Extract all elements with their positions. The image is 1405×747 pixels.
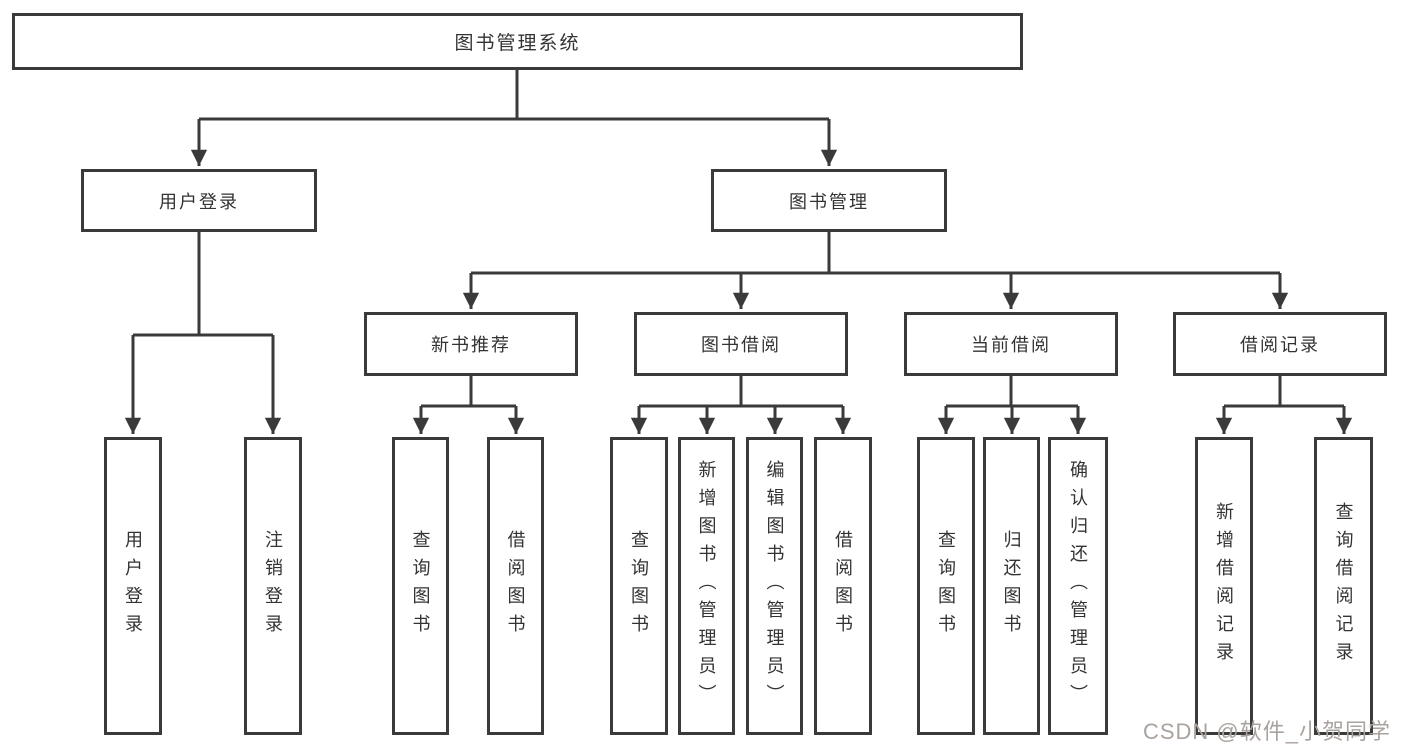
csdn-watermark: CSDN @软件_小贺同学: [1142, 719, 1391, 744]
leaf-query-borrow-record: 查询借阅记录: [1314, 437, 1373, 735]
leaf-user-login: 用户登录: [104, 437, 162, 735]
node-book-management-label: 图书管理: [789, 191, 869, 212]
leaf-query-books-borrowing: 查询图书: [610, 437, 668, 735]
leaf-add-borrow-record: 新增借阅记录: [1195, 437, 1253, 735]
node-user-login: 用户登录: [81, 169, 317, 232]
leaf-confirm-return-admin: 确认归还（管理员）: [1048, 437, 1108, 735]
node-current-borrowing-label: 当前借阅: [971, 335, 1051, 355]
node-library-system: 图书管理系统: [12, 13, 1023, 70]
node-book-borrowing: 图书借阅: [634, 312, 848, 376]
node-borrow-records-label: 借阅记录: [1240, 335, 1320, 355]
leaf-query-books-current: 查询图书: [917, 437, 975, 735]
leaf-borrow-books-recommend: 借阅图书: [487, 437, 544, 735]
leaf-query-books-recommend: 查询图书: [392, 437, 449, 735]
node-borrow-records: 借阅记录: [1173, 312, 1387, 376]
leaf-add-book-admin: 新增图书（管理员）: [678, 437, 735, 735]
node-new-book-recommend-label: 新书推荐: [431, 335, 511, 355]
leaf-return-books: 归还图书: [983, 437, 1040, 735]
node-current-borrowing: 当前借阅: [904, 312, 1118, 376]
node-book-management: 图书管理: [711, 169, 947, 232]
node-user-login-label: 用户登录: [159, 191, 239, 212]
leaf-logout: 注销登录: [244, 437, 302, 735]
node-new-book-recommend: 新书推荐: [364, 312, 578, 376]
node-book-borrowing-label: 图书借阅: [701, 335, 781, 355]
leaf-borrow-books-borrowing: 借阅图书: [814, 437, 872, 735]
node-library-system-label: 图书管理系统: [454, 33, 581, 54]
leaf-edit-book-admin: 编辑图书（管理员）: [746, 437, 803, 735]
